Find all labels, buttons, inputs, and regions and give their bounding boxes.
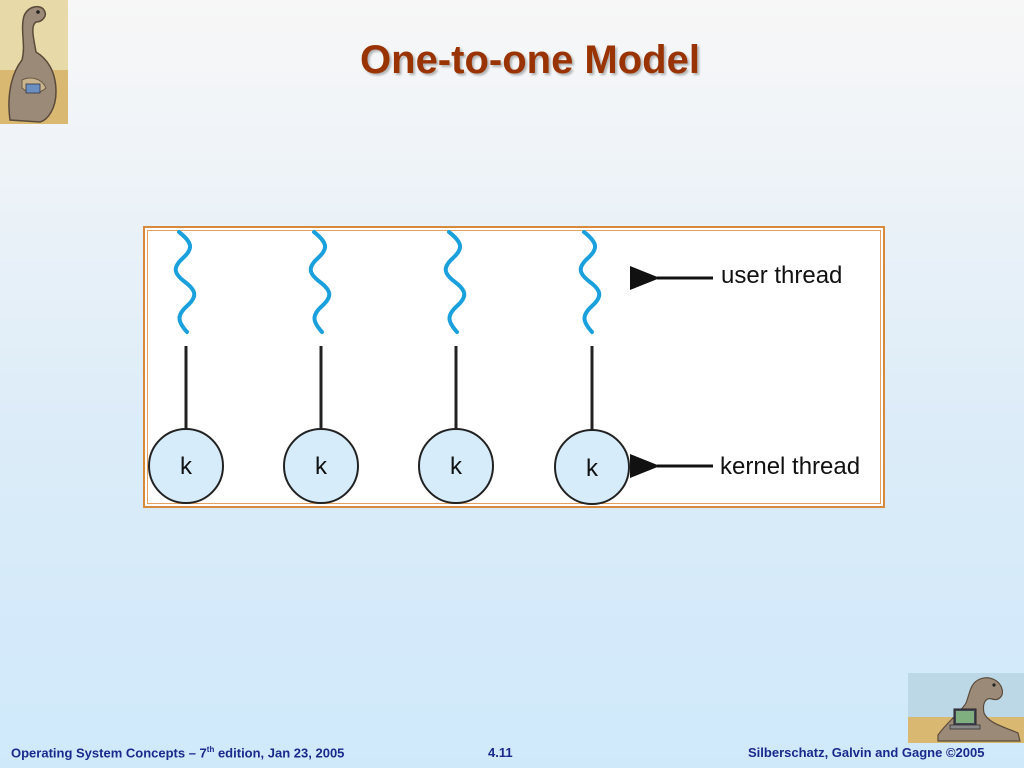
diagram-inner-border [147,230,881,504]
kernel-node-label: k [180,453,192,480]
slide-title: One-to-one Model [360,38,700,82]
user-thread-4-icon [578,230,602,334]
kernel-thread-3 [418,428,494,504]
footer-course-info: Operating System Concepts – 7th edition,… [11,745,344,760]
kernel-node-label: k [450,453,462,480]
footer-course-suffix: edition, Jan 23, 2005 [214,745,345,761]
kernel-node-label: k [315,453,327,480]
user-thread-2-icon [308,230,332,334]
kernel-node-label: k [586,455,598,482]
user-thread-1-icon [173,230,197,334]
dinosaur-laptop-logo-icon [908,673,1024,743]
kernel-thread-label: kernel thread [720,453,861,480]
kernel-thread-4 [554,429,630,505]
footer-authors: Silberschatz, Galvin and Gagne ©2005 [748,745,985,760]
footer-course-prefix: Operating System Concepts – 7 [11,745,207,761]
kernel-thread-1 [148,428,224,504]
user-thread-label: user thread [721,262,843,289]
dinosaur-logo-icon [0,0,68,124]
user-thread-3-icon [443,230,467,334]
page-number: 4.11 [488,745,513,760]
footer-course-sup: th [206,745,215,754]
diagram-frame [143,226,885,508]
kernel-thread-2 [283,428,359,504]
one-to-one-diagram [148,230,713,505]
